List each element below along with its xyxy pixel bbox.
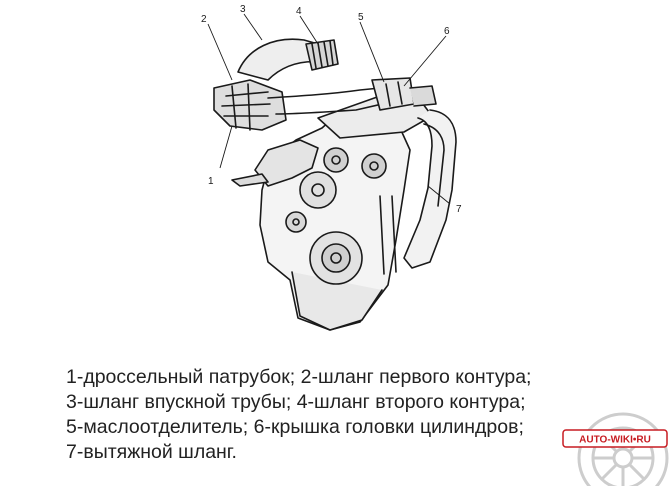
leader-5	[359, 21, 385, 83]
caption-line-4: 7-вытяжной шланг.	[66, 441, 237, 463]
engine-drawing	[213, 38, 457, 331]
engine-diagram: 1 2 3 4 5 6 7	[201, 4, 462, 331]
leader-2	[207, 23, 233, 81]
callout-2: 2	[201, 14, 207, 25]
figure-caption: 1-дроссельный патрубок; 2-шланг первого …	[66, 365, 531, 465]
callout-1: 1	[208, 176, 214, 187]
callout-leaders	[207, 13, 451, 205]
leader-6	[403, 35, 447, 87]
callout-5: 5	[358, 12, 364, 23]
callout-4: 4	[296, 6, 302, 17]
leader-1	[219, 125, 233, 169]
caption-line-3: 5-маслоотделитель; 6-крышка головки цили…	[66, 416, 524, 438]
watermark-banner	[562, 429, 668, 448]
callout-6: 6	[444, 26, 450, 37]
leader-3	[243, 13, 263, 41]
site-watermark-logo: AUTO-WIKI•RU	[562, 412, 669, 486]
callout-numbers: 1 2 3 4 5 6 7	[201, 4, 462, 215]
callout-7: 7	[456, 204, 462, 215]
watermark-text: AUTO-WIKI•RU	[579, 435, 651, 446]
leader-7	[427, 185, 451, 205]
wheel-icon	[577, 412, 669, 486]
caption-line-1: 1-дроссельный патрубок; 2-шланг первого …	[66, 366, 532, 388]
callout-3: 3	[240, 4, 246, 15]
caption-line-2: 3-шланг впускной трубы; 4-шланг второго …	[66, 391, 526, 413]
leader-4	[299, 15, 319, 45]
